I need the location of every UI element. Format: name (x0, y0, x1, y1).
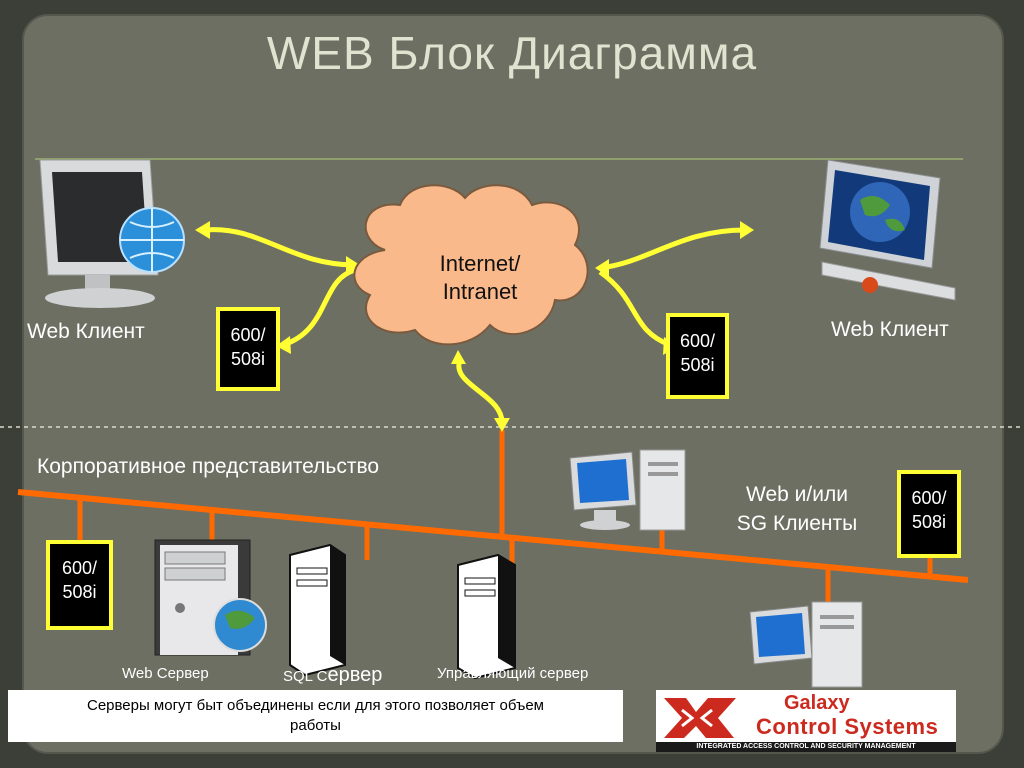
controller-line-1: 600/ (679, 331, 716, 351)
slide-title: WEB Блок Диаграмма (266, 27, 758, 79)
controller-600-508i-left: 600/ 508i (216, 307, 280, 391)
controller-line-2: 508i (911, 512, 947, 532)
controller-600-508i-client: 600/ 508i (897, 470, 961, 558)
left-monitor-icon (39, 159, 185, 308)
logo-tagline: INTEGRATED ACCESS CONTROL AND SECURITY M… (696, 743, 916, 750)
sql-server-label-large: ервер (327, 664, 383, 686)
controller-600-508i-corporate: 600/ 508i (46, 540, 113, 630)
left-client-label: Web Клиент (27, 320, 145, 343)
logo-name-line-1: Galaxy (784, 692, 850, 714)
sg-client-label: Web и/или SG Клиенты (712, 480, 882, 538)
sql-server-label-small: SQL С (283, 668, 328, 685)
servers-note-line-2: работы (290, 717, 341, 734)
logo-name-line-2: Control Systems (756, 714, 939, 739)
web-server-icon (154, 539, 267, 656)
controller-line-1: 600/ (230, 325, 266, 345)
controller-line-2: 508i (230, 349, 266, 369)
controller-600-508i-right: 600/ 508i (666, 313, 729, 399)
sql-server-label: SQL Сервер (283, 664, 382, 687)
right-client-label: Web Клиент (831, 318, 949, 341)
desktop-computer-icon (569, 449, 686, 531)
controller-line-1: 600/ (61, 558, 98, 578)
title-divider (35, 158, 963, 160)
control-server-icon (457, 553, 516, 680)
cloud-label: Internet/ Intranet (400, 250, 560, 306)
cloud-line-1: Internet/ (439, 251, 521, 276)
control-server-label: Управляющий сервер (437, 665, 589, 682)
connector-arrows (204, 227, 746, 426)
network-bus (17, 430, 969, 605)
web-server-label: Web Сервер (122, 665, 209, 682)
cloud-line-2: Intranet (442, 279, 518, 304)
controller-line-1: 600/ (911, 488, 947, 508)
internet-cloud (353, 184, 589, 346)
sg-client-line-1: Web и/или (746, 483, 848, 506)
corporate-office-label: Корпоративное представительство (37, 455, 380, 478)
servers-note-line-1: Серверы могут быт объединены если для эт… (86, 697, 544, 714)
galaxy-logo: Galaxy Control Systems INTEGRATED ACCESS… (656, 690, 956, 752)
galaxy-logo-mark (656, 698, 956, 752)
right-monitor-icon (819, 159, 956, 301)
desktop-computer-icon-2 (749, 601, 863, 688)
sg-client-line-2: SG Клиенты (736, 512, 858, 535)
servers-note: Серверы могут быт объединены если для эт… (8, 690, 623, 742)
arrow-heads (195, 221, 754, 432)
controller-line-2: 508i (680, 355, 715, 375)
controller-line-2: 508i (62, 582, 97, 602)
sql-server-icon (289, 543, 346, 677)
